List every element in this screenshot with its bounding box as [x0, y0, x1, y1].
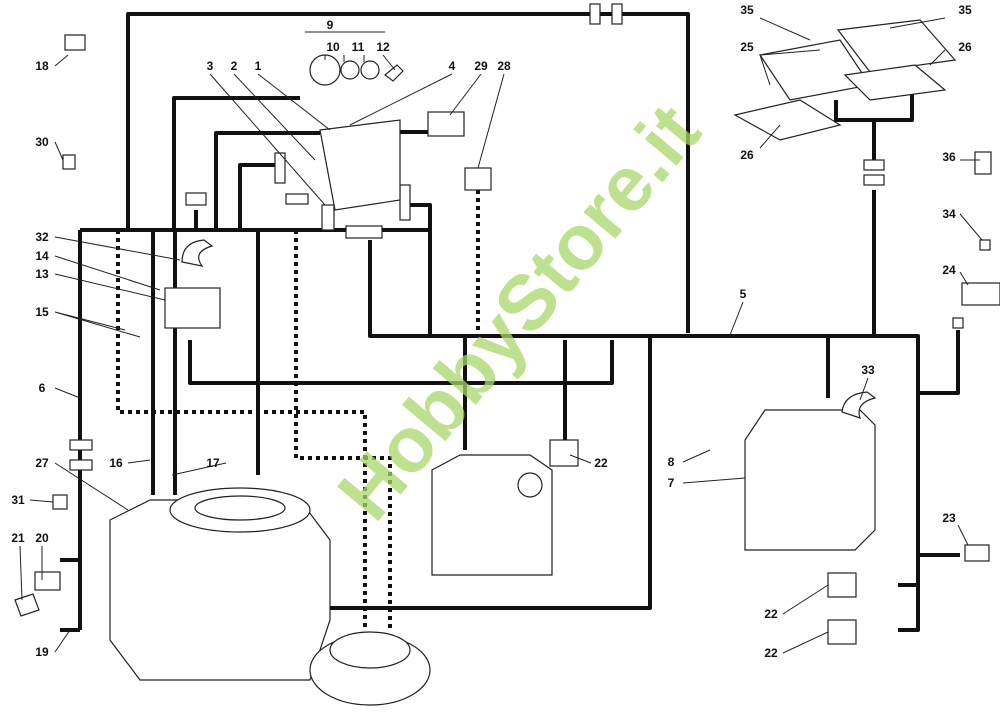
battery [744, 409, 876, 551]
label-2: 2 [231, 59, 238, 73]
label-20: 20 [35, 531, 49, 545]
label-30: 30 [35, 135, 49, 149]
dashed-wires [116, 190, 480, 630]
label-6: 6 [39, 381, 46, 395]
label-15: 15 [35, 305, 49, 319]
label-35b: 35 [958, 3, 972, 17]
label-25: 25 [740, 40, 754, 54]
label-26a: 26 [958, 40, 972, 54]
label-35a: 35 [740, 3, 754, 17]
label-11: 11 [352, 40, 365, 54]
label-3: 3 [207, 59, 214, 73]
label-4: 4 [449, 59, 456, 73]
label-1: 1 [255, 59, 262, 73]
wiring-harness [60, 12, 960, 632]
label-22a: 22 [594, 456, 608, 470]
label-22b: 22 [764, 607, 778, 621]
label-10: 10 [326, 40, 340, 54]
label-12: 12 [376, 40, 390, 54]
fuel-tank [431, 454, 553, 576]
label-7: 7 [668, 476, 675, 490]
sensor-28 [464, 167, 492, 191]
label-5: 5 [740, 287, 747, 301]
switch-18 [64, 34, 86, 51]
label-14: 14 [35, 249, 49, 263]
leader-lines [19, 17, 983, 654]
label-33: 33 [861, 363, 875, 377]
label-34: 34 [942, 207, 956, 221]
label-24: 24 [942, 263, 956, 277]
label-32: 32 [35, 230, 49, 244]
part-labels: 9 10 11 12 3 2 1 4 29 28 35 35 25 26 26 … [11, 3, 972, 660]
label-18: 18 [35, 59, 49, 73]
label-13: 13 [35, 267, 49, 281]
solenoid [164, 287, 221, 329]
label-29: 29 [474, 59, 488, 73]
label-36: 36 [942, 150, 956, 164]
label-23: 23 [942, 511, 956, 525]
circuit-board [319, 119, 401, 211]
label-28: 28 [497, 59, 511, 73]
components [14, 19, 1000, 706]
label-27: 27 [35, 456, 49, 470]
label-31: 31 [11, 493, 25, 507]
label-22c: 22 [764, 646, 778, 660]
label-21: 21 [11, 531, 25, 545]
relay-29 [427, 111, 465, 137]
label-26b: 26 [740, 148, 754, 162]
label-16: 16 [109, 456, 123, 470]
label-17: 17 [206, 456, 220, 470]
label-19: 19 [35, 645, 49, 659]
label-9: 9 [327, 18, 334, 32]
label-8: 8 [668, 455, 675, 469]
